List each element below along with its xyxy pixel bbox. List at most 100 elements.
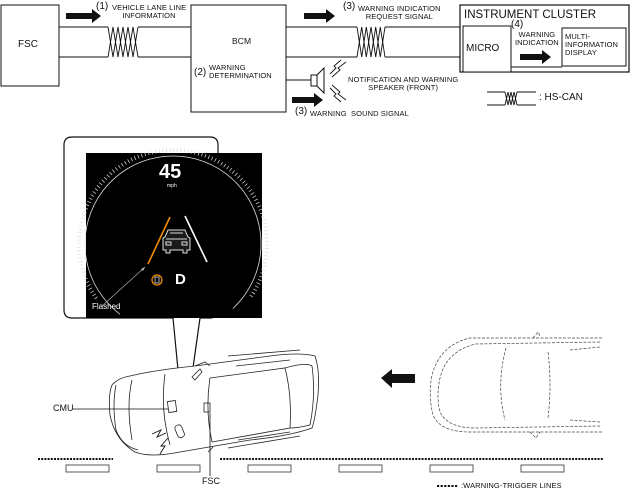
gauge-tick — [96, 185, 101, 189]
signal-2-label: WARNING DETERMINATION — [209, 63, 272, 80]
signal-3-request-label: WARNING INDICATION REQUEST SIGNAL — [358, 4, 441, 21]
gauge-tick-ring — [76, 147, 269, 300]
lane-dash — [156, 464, 201, 473]
gauge-tick — [261, 219, 266, 221]
lane-markings — [65, 464, 565, 473]
gauge-tick — [220, 161, 224, 166]
gauge-tick — [246, 186, 251, 190]
gauge-tick — [244, 183, 248, 187]
vehicle-top-view — [108, 349, 319, 456]
gauge-tick — [79, 264, 84, 266]
gauge-tick — [82, 210, 87, 213]
gauge-tick — [85, 281, 90, 284]
arrow-signal-3-sound — [292, 93, 323, 107]
gauge-tick — [263, 226, 268, 228]
lane-dash — [65, 464, 110, 473]
gauge-inner-ring — [84, 155, 262, 333]
speaker-icon — [286, 66, 325, 95]
fsc-camera-module — [174, 424, 185, 439]
hs-can-legend-label: : HS-CAN — [539, 92, 583, 103]
gauge-tick — [204, 153, 207, 158]
gauge-tick — [78, 257, 83, 259]
lane-dash — [429, 464, 474, 473]
gauge-tick — [258, 208, 263, 211]
gauge-tick — [78, 228, 83, 230]
vehicle-icon — [162, 229, 191, 254]
gauge-tick — [257, 279, 262, 282]
gauge-tick — [85, 204, 90, 207]
gauge-tick — [83, 277, 88, 280]
lane-line-right — [184, 215, 208, 263]
gauge-tick — [94, 188, 99, 191]
gauge-tick — [147, 151, 150, 156]
fsc-block-label: FSC — [18, 39, 38, 50]
lane-departure-indicator-icon — [151, 274, 163, 286]
gauge-tick — [144, 152, 147, 157]
hs-can-legend-symbol — [487, 91, 536, 106]
signal-1-label: VEHICLE LANE LINE INFORMATION — [112, 3, 187, 20]
gauge-tick — [83, 207, 88, 210]
cmu-label: CMU — [53, 403, 74, 413]
gauge-tick — [101, 179, 105, 183]
gauge-tick — [248, 189, 253, 193]
gear-indicator: D — [175, 271, 186, 288]
sound-waves-icon — [329, 59, 347, 103]
signal-4-label: WARNING INDICATION — [515, 30, 559, 47]
gauge-tick — [112, 169, 116, 173]
gauge-tick — [260, 215, 265, 218]
gauge-tick — [256, 282, 261, 285]
gauge-tick — [80, 217, 85, 220]
gauge-tick — [124, 161, 127, 165]
fsc-block — [0, 4, 60, 87]
gauge-tick — [127, 159, 130, 164]
gauge-tick — [229, 167, 233, 172]
gauge-tick — [260, 272, 265, 275]
multi-information-display-block — [561, 27, 627, 67]
gauge-tick — [231, 170, 235, 174]
lane-dash — [520, 464, 565, 473]
micro-label: MICRO — [466, 43, 500, 54]
gauge-tick — [187, 149, 189, 154]
gauge-tick — [90, 290, 94, 294]
camera-signal-icon — [151, 429, 169, 455]
gauge-tick — [190, 149, 193, 154]
fsc-vehicle-label: FSC — [202, 476, 220, 486]
gauge-tick — [214, 158, 217, 163]
gauge-tick — [262, 265, 267, 268]
gauge-tick — [79, 221, 84, 224]
gauge-tick — [241, 180, 246, 184]
gauge-tick — [81, 271, 86, 274]
gauge-tick — [92, 191, 97, 194]
gauge-tick — [210, 156, 214, 161]
multi-information-display-label: MULTI- INFORMATION DISPLAY — [565, 32, 619, 57]
gauge-tick — [120, 162, 124, 167]
gauge-tick — [217, 159, 220, 164]
bcm-block — [190, 4, 287, 113]
gauge-tick — [207, 155, 210, 160]
gauge-tick — [237, 175, 241, 179]
gauge-tick — [252, 195, 257, 199]
warning-trigger-legend-label: :WARNING-TRIGGER LINES — [461, 481, 562, 490]
gauge-tick — [249, 294, 254, 298]
signal-1-number: (1) — [96, 1, 109, 12]
gauge-tick — [255, 201, 260, 205]
lane-line-left-warning — [147, 216, 171, 265]
bcm-block-label: BCM — [232, 36, 252, 46]
gauge-tick — [234, 172, 238, 177]
gauge-tick — [94, 296, 98, 300]
gauge-tick — [158, 148, 160, 154]
signal-3-request-number: (3) — [343, 1, 356, 12]
signal-4-number: (4) — [511, 19, 524, 30]
gauge-tick — [154, 149, 157, 154]
gauge-tick — [264, 255, 269, 257]
gauge-tick — [99, 182, 103, 186]
arrow-signal-1 — [66, 9, 101, 23]
gauge-tick — [103, 176, 108, 181]
gauge-tick — [114, 167, 118, 171]
gauge-tick — [239, 177, 243, 182]
gauge-tick — [88, 197, 93, 200]
lane-departure-indicator-car — [154, 276, 160, 284]
signal-2-number: (2) — [194, 67, 207, 78]
speed-readout: 45 — [159, 161, 182, 183]
